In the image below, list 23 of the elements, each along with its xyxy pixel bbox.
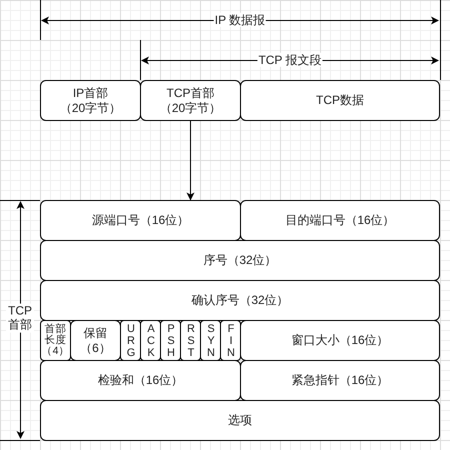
header-field-box: 序号（32位） <box>40 240 440 281</box>
flag-bit-box: RST <box>180 320 201 361</box>
dimension-label: IP 数据报 <box>214 12 266 28</box>
flag-bit-box: ACK <box>140 320 161 361</box>
header-field-box: 窗口大小（16位） <box>240 320 440 361</box>
header-field-box: 检验和（16位） <box>40 360 241 401</box>
header-field-box: 源端口号（16位） <box>40 200 241 241</box>
flag-bit-box: SYN <box>200 320 221 361</box>
header-field-box: 紧急指针（16位） <box>240 360 440 401</box>
segment-box: IP首部（20字节） <box>40 80 141 121</box>
flag-bit-box: FIN <box>220 320 241 361</box>
segment-box: TCP首部（20字节） <box>140 80 241 121</box>
dimension-label: TCP首部 <box>6 304 34 332</box>
header-field-box: 确认序号（32位） <box>40 280 440 321</box>
flag-bit-box: PSH <box>160 320 181 361</box>
header-field-box: 保留（6） <box>70 320 121 361</box>
dimension-label: TCP 报文段 <box>257 52 323 68</box>
header-field-box: 选项 <box>40 400 440 441</box>
header-field-box: 目的端口号（16位） <box>240 200 440 241</box>
flag-bit-box: URG <box>120 320 141 361</box>
arrow <box>186 120 194 201</box>
segment-box: TCP数据 <box>240 80 440 121</box>
header-field-box: 首部长度（4） <box>40 320 71 361</box>
